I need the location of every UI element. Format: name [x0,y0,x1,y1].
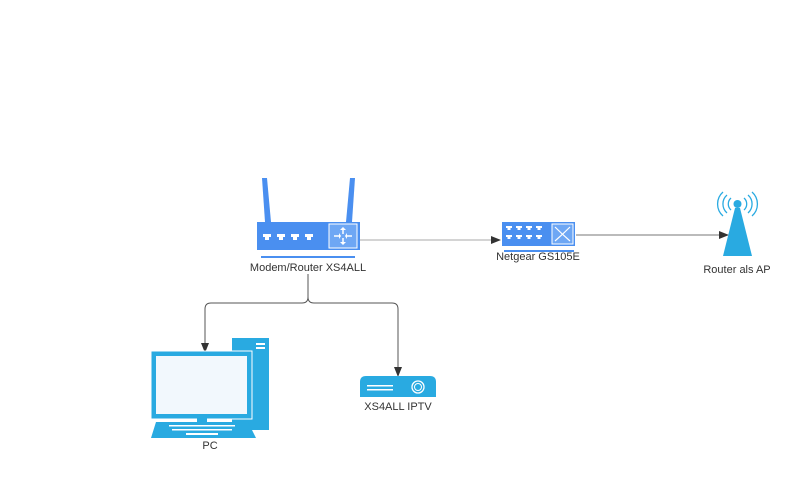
desktop-computer-icon [150,338,269,438]
modem-router-label: Modem/Router XS4ALL [249,262,367,274]
pc-node[interactable] [150,338,269,438]
network-switch-icon [502,222,575,252]
router-icon [257,178,360,258]
iptv-node[interactable] [360,376,436,397]
edge-modem-iptv[interactable] [307,296,402,377]
netgear-switch-node[interactable] [502,222,575,252]
edge-modem-pc[interactable] [201,274,309,353]
modem-router-node[interactable] [257,178,360,258]
netgear-switch-label: Netgear GS105E [496,251,580,263]
wireless-antenna-icon [717,191,758,256]
connectors [201,231,729,377]
pc-label: PC [202,440,218,452]
router-ap-label: Router als AP [703,264,771,276]
router-ap-node[interactable] [717,191,758,256]
set-top-box-icon [360,376,436,397]
iptv-label: XS4ALL IPTV [364,401,432,413]
